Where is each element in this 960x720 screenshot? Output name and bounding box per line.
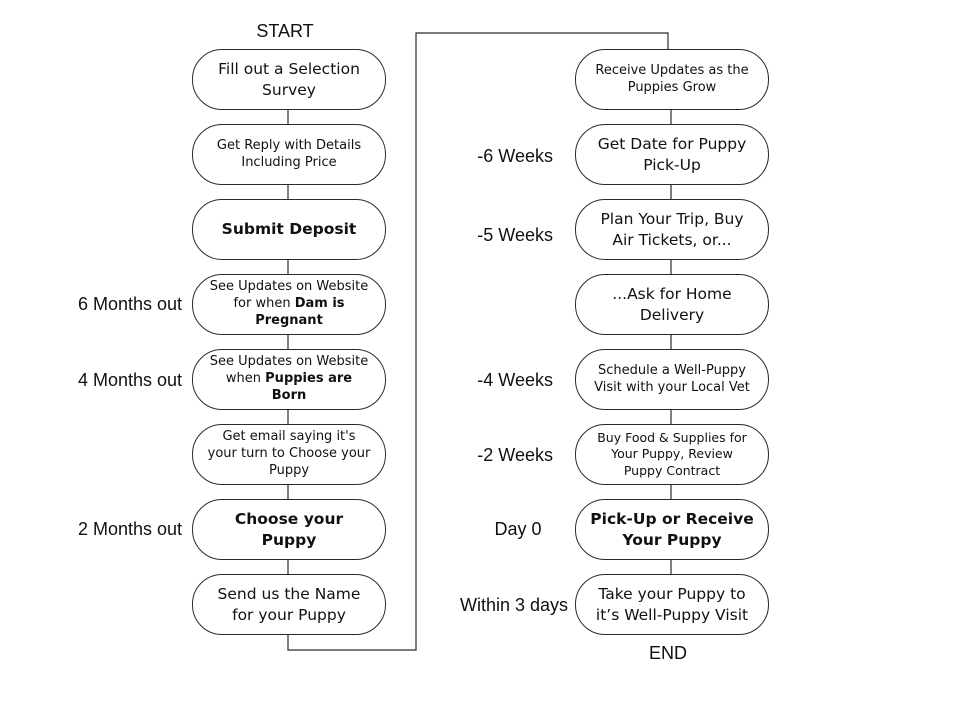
step-text: Pick-Up or Receive Your Puppy (590, 509, 754, 549)
step-dam-pregnant: See Updates on Website for when Dam is P… (192, 274, 386, 335)
time-label: -6 Weeks (477, 146, 553, 166)
end-label: END (648, 643, 687, 663)
step-text: Choose your Puppy (207, 509, 371, 549)
step-vet-visit: Schedule a Well-Puppy Visit with your Lo… (575, 349, 769, 410)
step-plan-trip: Plan Your Trip, Buy Air Tickets, or... (575, 199, 769, 260)
step-text-part: Pick-Up or Receive Your Puppy (590, 510, 754, 549)
start-label: START (256, 21, 314, 41)
step-buy-supplies: Buy Food & Supplies for Your Puppy, Revi… (575, 424, 769, 485)
step-send-name: Send us the Name for your Puppy (192, 574, 386, 635)
step-text-part: See Updates on Website when (209, 354, 369, 387)
step-receive-updates: Receive Updates as the Puppies Grow (575, 49, 769, 110)
step-submit-deposit: Submit Deposit (192, 199, 386, 260)
step-home-delivery: ...Ask for Home Delivery (575, 274, 769, 335)
step-puppies-born: See Updates on Website when Puppies are … (192, 349, 386, 410)
step-text-part: Get email saying it's your turn to Choos… (207, 429, 371, 478)
step-text: Get email saying it's your turn to Choos… (207, 429, 371, 480)
time-label: Day 0 (494, 519, 542, 539)
step-text-part: Get Date for Puppy Pick-Up (597, 135, 747, 174)
step-text-part: See Updates on Website for when (209, 279, 369, 312)
step-text: ...Ask for Home Delivery (590, 284, 754, 324)
step-text: Fill out a Selection Survey (207, 59, 371, 99)
step-text-part: Receive Updates as the Puppies Grow (595, 62, 749, 95)
step-text: See Updates on Website when Puppies are … (207, 354, 371, 405)
step-text-part: Choose your Puppy (234, 510, 344, 549)
step-pickup-date: Get Date for Puppy Pick-Up (575, 124, 769, 185)
step-text: See Updates on Website for when Dam is P… (207, 279, 371, 330)
step-text-part: Schedule a Well-Puppy Visit with your Lo… (594, 362, 750, 395)
step-text: Buy Food & Supplies for Your Puppy, Revi… (590, 430, 754, 479)
step-text: Take your Puppy to it’s Well-Puppy Visit (590, 584, 754, 624)
step-choose-puppy: Choose your Puppy (192, 499, 386, 560)
step-text: Submit Deposit (222, 219, 357, 239)
step-email-turn: Get email saying it's your turn to Choos… (192, 424, 386, 485)
step-selection-survey: Fill out a Selection Survey (192, 49, 386, 110)
time-label: Within 3 days (459, 595, 568, 615)
step-text-part: Plan Your Trip, Buy Air Tickets, or... (600, 210, 744, 249)
time-label: 2 Months out (77, 519, 182, 539)
step-text-part: Send us the Name for your Puppy (217, 585, 361, 624)
step-well-puppy-visit: Take your Puppy to it’s Well-Puppy Visit (575, 574, 769, 635)
step-text-part: Fill out a Selection Survey (218, 60, 360, 99)
step-text-part: Submit Deposit (221, 220, 357, 239)
step-text: Get Reply with Details Including Price (207, 138, 371, 172)
time-label: -5 Weeks (477, 225, 553, 245)
step-reply-details: Get Reply with Details Including Price (192, 124, 386, 185)
time-label: 6 Months out (77, 294, 182, 314)
step-text: Receive Updates as the Puppies Grow (590, 63, 754, 97)
step-pickup-puppy: Pick-Up or Receive Your Puppy (575, 499, 769, 560)
step-text-part: Buy Food & Supplies for Your Puppy, Revi… (597, 430, 747, 478)
step-text-part: Take your Puppy to it’s Well-Puppy Visit (595, 585, 749, 624)
step-text: Send us the Name for your Puppy (207, 584, 371, 624)
step-text-part: Puppies are Born (265, 371, 353, 403)
step-text-part: ...Ask for Home Delivery (612, 285, 732, 324)
step-text-part: Dam is Pregnant (255, 296, 345, 328)
step-text: Get Date for Puppy Pick-Up (590, 134, 754, 174)
step-text-part: Get Reply with Details Including Price (216, 137, 362, 170)
time-label: -4 Weeks (477, 370, 553, 390)
step-text: Plan Your Trip, Buy Air Tickets, or... (590, 209, 754, 249)
time-label: 4 Months out (77, 370, 182, 390)
time-label: -2 Weeks (477, 445, 553, 465)
step-text: Schedule a Well-Puppy Visit with your Lo… (590, 363, 754, 397)
